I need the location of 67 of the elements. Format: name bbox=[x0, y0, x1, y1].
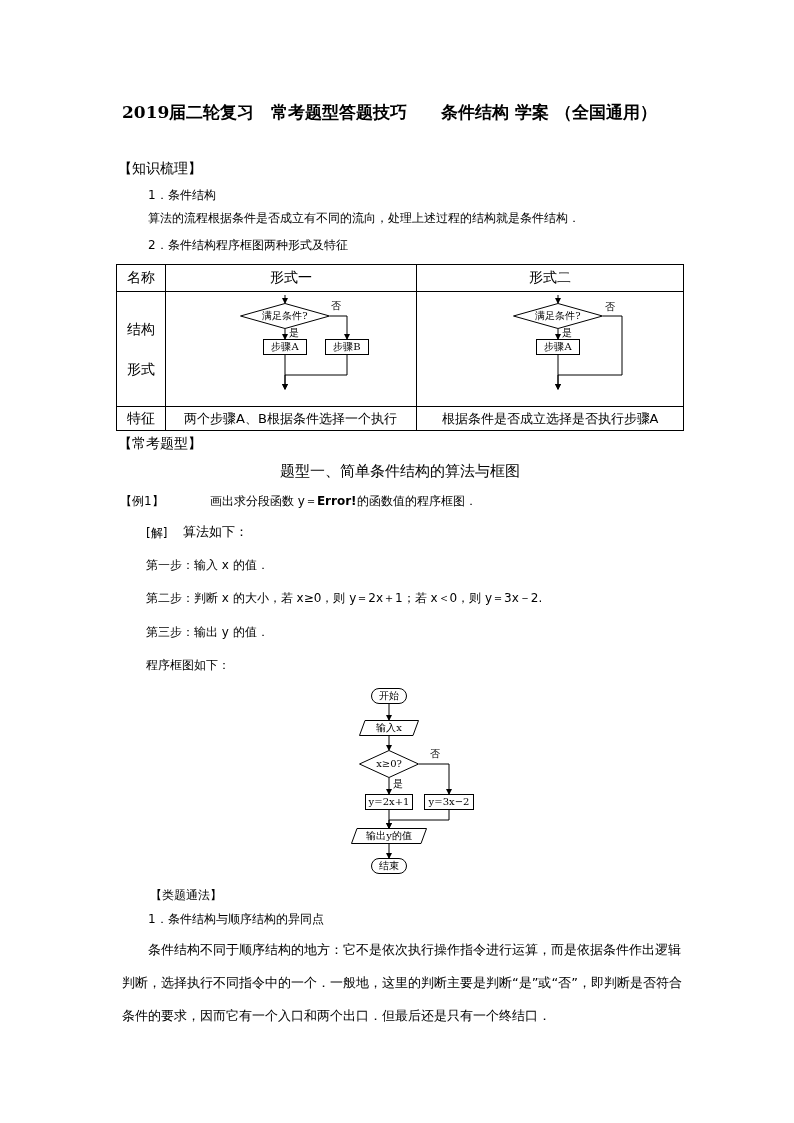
arrow bbox=[418, 763, 452, 795]
text: 【类题通法】 bbox=[150, 887, 222, 904]
arrow bbox=[386, 735, 392, 751]
decision-diamond bbox=[513, 303, 603, 329]
text: 条件结构不同于顺序结构的地方：它不是依次执行操作指令进行运算，而是依据条件作出逻辑判断，选择执行不同指令中的一个．一般地，这里的判断主要是判断“是”或“否”，即判断是否符合条件的要求，因而它有一个入口和两个出口．但最后还是只有一个终结口． bbox=[122, 941, 683, 1025]
process-box bbox=[325, 339, 369, 355]
edge-label: 是 bbox=[289, 328, 299, 338]
node-label: x≥0? bbox=[376, 759, 402, 769]
node-label: 结束 bbox=[379, 861, 399, 871]
node-label: 输出y的值 bbox=[366, 831, 412, 841]
node-label: y=2x+1 bbox=[368, 797, 410, 807]
node-label: 输入x bbox=[376, 723, 402, 733]
terminal-box bbox=[371, 858, 407, 874]
process-box bbox=[424, 794, 474, 810]
decision-diamond bbox=[240, 303, 330, 329]
text: 题型一、简单条件结构的算法与框图 bbox=[279, 461, 521, 482]
arrow bbox=[282, 354, 348, 390]
node-label: 开始 bbox=[379, 691, 399, 701]
node-label: 步骤B bbox=[333, 342, 361, 352]
edge-label: 否 bbox=[430, 749, 440, 759]
arrow bbox=[555, 328, 561, 340]
table-cell-text: 形式一 bbox=[269, 268, 312, 287]
node-label: 步骤A bbox=[271, 342, 299, 352]
page-title: 2019届二轮复习 常考题型答题技巧 条件结构 学案 （全国通用） bbox=[122, 101, 659, 124]
text: 第一步：输入 x 的值． bbox=[146, 557, 269, 574]
arrow bbox=[282, 328, 288, 340]
text: 第二步：判断 x 的大小，若 x≥0，则 y＝2x＋1；若 x＜0，则 y＝3x－2. bbox=[146, 590, 543, 607]
text: 第三步：输出 y 的值． bbox=[146, 624, 269, 641]
table-cell-text: 名称 bbox=[126, 268, 155, 287]
arrow bbox=[555, 294, 561, 304]
text: 【例1】 bbox=[120, 493, 164, 510]
table-cell-text: 特征 bbox=[126, 409, 155, 428]
node-label: y=3x−2 bbox=[428, 797, 470, 807]
process-box bbox=[536, 339, 580, 355]
table-cell-text: 两个步骤A、B根据条件选择一个执行 bbox=[184, 409, 397, 428]
arrow bbox=[555, 315, 623, 390]
arrow bbox=[386, 703, 392, 721]
arrow bbox=[386, 843, 392, 859]
text: 1．条件结构与顺序结构的异同点 bbox=[148, 911, 324, 928]
text: 算法如下： bbox=[183, 523, 248, 541]
text: 1．条件结构 bbox=[148, 187, 216, 204]
node-label: 满足条件? bbox=[535, 311, 581, 321]
text: 画出求分段函数 y＝Error!的函数值的程序框图． bbox=[210, 493, 477, 510]
text: 程序框图如下： bbox=[146, 657, 230, 674]
edge-label: 是 bbox=[562, 328, 572, 338]
terminal-box bbox=[371, 688, 407, 704]
text: 【知识梳理】 bbox=[118, 159, 202, 178]
text: 算法的流程根据条件是否成立有不同的流向，处理上述过程的结构就是条件结构． bbox=[148, 210, 580, 227]
node-label: 步骤A bbox=[544, 342, 572, 352]
edge-label: 否 bbox=[331, 301, 341, 311]
io-parallelogram bbox=[351, 828, 427, 844]
table-cell-text: 根据条件是否成立选择是否执行步骤A bbox=[441, 409, 659, 428]
text: 【常考题型】 bbox=[118, 434, 202, 453]
text: 2．条件结构程序框图两种形式及特征 bbox=[148, 237, 348, 254]
table-cell-text: 结构形式 bbox=[126, 319, 155, 379]
node-label: 满足条件? bbox=[262, 311, 308, 321]
arrow bbox=[386, 809, 450, 829]
io-parallelogram bbox=[359, 720, 419, 736]
edge-label: 是 bbox=[393, 779, 403, 789]
text: [解] bbox=[146, 525, 168, 542]
arrow bbox=[386, 777, 392, 795]
arrow bbox=[329, 315, 350, 340]
process-box bbox=[263, 339, 307, 355]
arrow bbox=[282, 294, 288, 304]
decision-diamond bbox=[359, 750, 419, 778]
table-cell-text: 形式二 bbox=[529, 268, 571, 287]
edge-label: 否 bbox=[605, 302, 615, 312]
